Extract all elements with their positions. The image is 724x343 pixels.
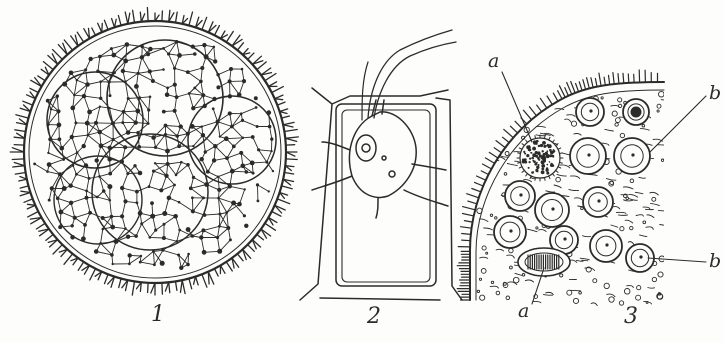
daughter-colony-3 — [92, 134, 208, 250]
annotation-a-top: a — [488, 52, 499, 71]
cell-drawing — [300, 30, 462, 300]
colony-drawing — [10, 8, 298, 296]
cell-outer-envelope — [300, 88, 462, 300]
flagellum-1 — [368, 30, 452, 118]
annotation-b-top: b — [709, 84, 721, 103]
colony-inner-wall — [29, 26, 281, 278]
colony-outer-wall — [24, 21, 286, 283]
cell-inner-wall — [336, 104, 436, 286]
daughter-colony-1 — [107, 40, 223, 156]
panel-label-3: 3 — [624, 306, 638, 328]
cell-nucleus — [356, 135, 376, 161]
annotation-a-bottom: a — [518, 302, 529, 321]
daughter-colony-2 — [47, 72, 143, 168]
protoplast — [349, 112, 416, 198]
flagellum-2 — [374, 42, 456, 118]
colony-section-drawing — [457, 70, 706, 306]
panel-label-2: 2 — [367, 306, 381, 328]
panel-label-1: 1 — [151, 304, 165, 326]
pointer-b-bottom — [648, 258, 706, 262]
annotation-b-bottom: b — [709, 252, 721, 271]
